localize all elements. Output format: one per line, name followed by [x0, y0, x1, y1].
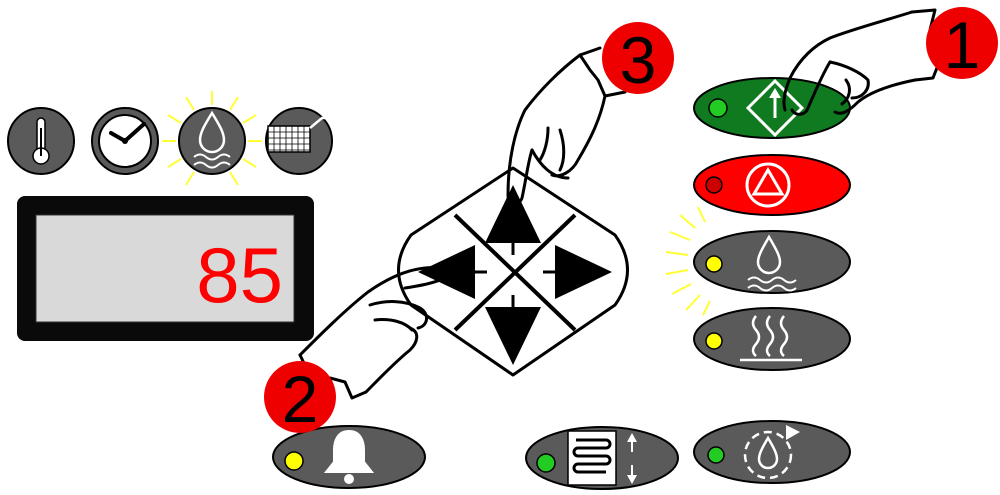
step-badge-label: 1 [944, 8, 981, 82]
heater-adjust-button[interactable] [526, 427, 678, 489]
thermometer-icon[interactable] [8, 108, 74, 174]
heat-button[interactable] [694, 308, 850, 370]
step-badge-3: 3 [602, 22, 674, 97]
temperature-display: 85 [17, 196, 314, 341]
clock-icon[interactable] [92, 108, 158, 174]
fryer-basket-icon[interactable] [266, 108, 332, 174]
water-drop-steam-icon[interactable] [162, 91, 262, 185]
heating-coil-icon [568, 431, 616, 485]
step-badge-label: 3 [620, 23, 657, 97]
navigation-pad[interactable] [399, 168, 628, 375]
step-badge-label: 2 [282, 362, 319, 436]
step-badge-2: 2 [264, 361, 336, 436]
display-value: 85 [196, 231, 283, 319]
stop-button[interactable] [694, 155, 850, 215]
start-button[interactable] [694, 78, 850, 138]
drain-cycle-button[interactable] [694, 421, 850, 483]
humidity-button[interactable] [666, 207, 850, 315]
